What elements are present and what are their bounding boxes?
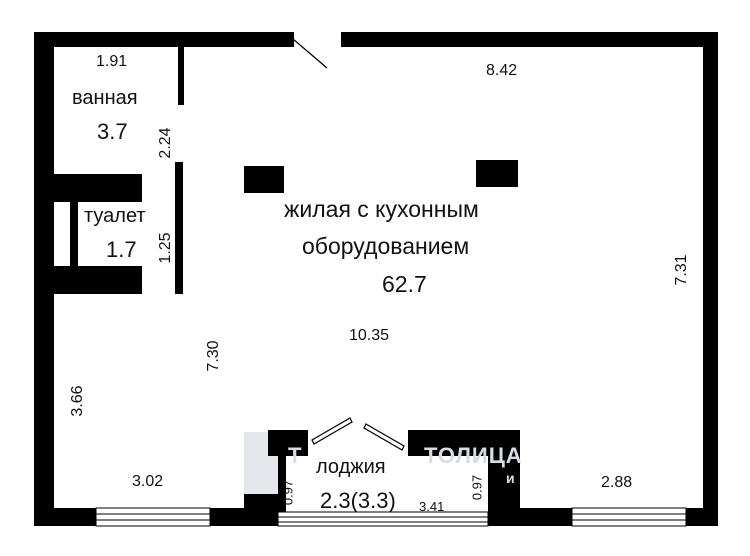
- room-name-living-line2: оборудованием: [302, 233, 470, 259]
- window-right: [571, 507, 687, 527]
- window-loggia: [277, 511, 489, 527]
- room-area-living: 62.7: [382, 271, 427, 297]
- wall-toilet-left: [70, 202, 78, 266]
- wall-bath-right-lower: [175, 162, 183, 202]
- room-area-toilet: 1.7: [106, 237, 137, 262]
- wall-loggia-right-side: [488, 456, 520, 512]
- watermark-letter: Т: [288, 443, 303, 468]
- wall-loggia-right: [408, 430, 520, 456]
- wall-bottom-middle-right: [488, 508, 572, 526]
- room-area-loggia: 2.3(3.3): [320, 488, 396, 513]
- dim-main-width: 10.35: [349, 327, 390, 344]
- wall-loggia-left: [268, 430, 308, 456]
- entrance-door: [292, 38, 328, 69]
- wall-bath-toilet: [54, 174, 142, 202]
- wall-top-right: [341, 32, 718, 47]
- wall-bottom-right: [686, 508, 718, 526]
- dim-top-width: 8.42: [486, 62, 518, 79]
- dim-bottom-right-width: 2.88: [601, 474, 633, 491]
- wall-loggia-left-side: [278, 456, 286, 512]
- wall-top-left: [34, 32, 294, 47]
- dim-bath-width: 1.91: [96, 53, 128, 70]
- watermark-sub: и: [506, 470, 516, 486]
- column-right: [476, 160, 518, 187]
- dim-loggia-width: 3.41: [419, 499, 445, 514]
- dim-toilet-height: 1.25: [157, 232, 174, 264]
- room-name-bath: ванная: [72, 87, 138, 109]
- wall-bottom-left: [34, 508, 96, 526]
- room-name-loggia: лоджия: [316, 456, 386, 478]
- window-left: [95, 507, 211, 527]
- dim-bath-height: 2.24: [157, 127, 174, 159]
- dim-left-lower-height: 3.66: [69, 385, 86, 417]
- room-area-bath: 3.7: [97, 119, 128, 144]
- wall-toilet-right: [175, 202, 183, 294]
- dim-bottom-left-width: 3.02: [132, 473, 164, 490]
- watermark-text: ТОЛИЦА: [424, 443, 523, 468]
- dim-inner-height: 7.30: [205, 340, 222, 372]
- wall-bath-right-upper: [178, 47, 184, 105]
- wall-left: [34, 32, 54, 526]
- wall-toilet-bottom: [54, 266, 142, 294]
- wall-right: [703, 32, 718, 526]
- column-left: [244, 166, 284, 193]
- dim-right-height: 7.31: [673, 254, 690, 286]
- balcony-door-right: [363, 423, 405, 451]
- dim-loggia-right-depth: 0.97: [469, 474, 485, 501]
- dim-loggia-left-depth: 0.97: [280, 479, 296, 506]
- balcony-door-left: [311, 417, 353, 445]
- room-name-toilet: туалет: [84, 205, 146, 227]
- wall-loggia-left-base: [244, 494, 278, 512]
- room-name-living-line1: жилая с кухонным: [284, 196, 479, 222]
- wall-bottom-middle-left: [210, 508, 278, 526]
